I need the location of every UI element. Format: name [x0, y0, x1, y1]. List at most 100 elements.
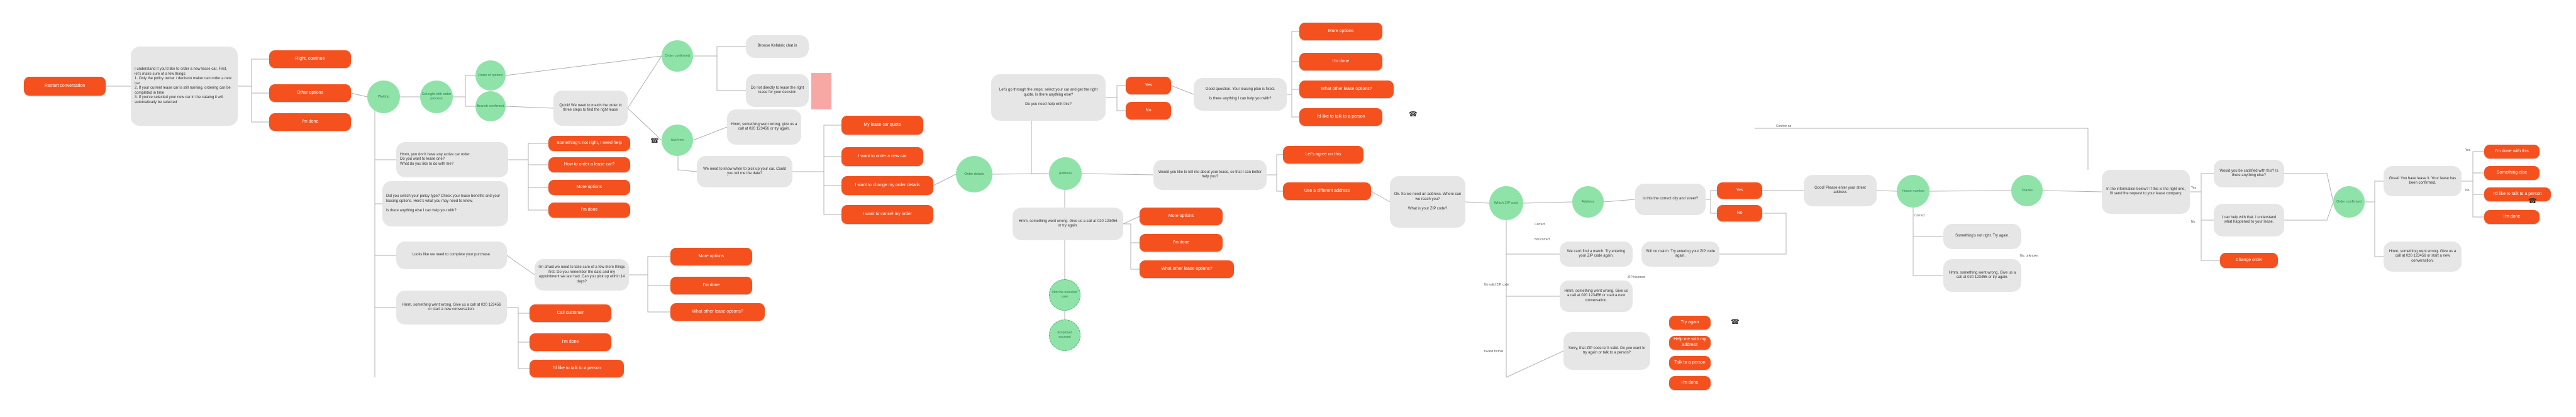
connector-line — [693, 46, 746, 57]
im-done-button-3[interactable]: I'm done — [530, 333, 611, 351]
address-message: Ok. So we need an address. Where can we … — [1390, 176, 1465, 228]
state-not-selected: Not the selected user — [1049, 279, 1080, 311]
talk-person-button-2[interactable]: I'd like to talk to a person — [1299, 108, 1382, 126]
contact-button[interactable]: Something's not right, I need help — [548, 136, 630, 151]
edge-label: Not correct — [1535, 238, 1550, 242]
edge-label: Yes — [2465, 148, 2471, 152]
done-button-1[interactable]: I'm done — [548, 203, 630, 218]
connector-line — [2042, 190, 2102, 192]
state-address: Address — [1049, 157, 1082, 190]
connector-line — [823, 186, 841, 215]
connector-line — [508, 143, 548, 160]
connector-line — [627, 55, 662, 109]
final-info-message: In the information below? If this is the… — [2102, 170, 2190, 214]
connector-line — [2201, 220, 2220, 261]
state-employer: Employer account — [1049, 320, 1080, 351]
connector-line — [647, 286, 670, 313]
restart-button[interactable]: Restart conversation — [24, 77, 106, 96]
something-wrong-message: Hmm, something went wrong. Give us a cal… — [396, 291, 507, 325]
talk-person-button[interactable]: I'd like to talk to a person — [530, 360, 624, 377]
change-order-button-2[interactable]: Change order — [2220, 253, 2278, 268]
phone-icon: ☎ — [1409, 110, 1418, 118]
connector-line — [823, 172, 841, 186]
policy-message: Did you switch your policy type? Check y… — [382, 181, 508, 226]
zip-help-button[interactable]: Help me with my address — [1669, 336, 1711, 350]
connector-line — [528, 187, 548, 211]
state-order-process: Get right with order process — [420, 81, 453, 113]
connector-line — [1130, 243, 1140, 270]
connector-line — [1267, 154, 1283, 175]
what-options-button-3[interactable]: What other lease options? — [1299, 81, 1394, 98]
try-again-message: Something's not right. Try again. — [1943, 224, 2021, 249]
connector-line — [1603, 199, 1636, 203]
done-button-4[interactable]: I'm done — [1140, 234, 1223, 252]
not-found-message: We can't find a match. Try entering your… — [1560, 242, 1633, 267]
good-question-message: Good question. Your leasing plan is fixe… — [1194, 78, 1287, 111]
connector-line — [1523, 201, 1573, 204]
cancel-order-button[interactable]: I want to cancel my order — [841, 205, 933, 224]
connector-line — [505, 106, 554, 109]
phone-icon: ☎ — [2528, 197, 2537, 205]
new-lease-button[interactable]: I want to order a new car — [841, 147, 923, 166]
cancel-help-message: I can help with that. I understand what … — [2214, 204, 2284, 236]
state-address-2: Address — [1572, 186, 1604, 218]
what-if-button[interactable]: What other lease options? — [670, 303, 765, 321]
no-button-1[interactable]: No — [1126, 102, 1171, 120]
final-im-done-button[interactable]: I'm done — [2484, 210, 2540, 224]
order-message: I'm afraid we need to take care of a few… — [535, 259, 629, 291]
connector-line — [374, 96, 400, 377]
sticky-note — [811, 73, 831, 109]
enter-street-message: Good! Please enter your street address — [1804, 175, 1877, 206]
final-talk-button[interactable]: I'd like to talk to a person — [2484, 187, 2551, 201]
yes-button-1[interactable]: Yes — [1126, 77, 1171, 94]
im-done-button[interactable]: I'm done — [269, 113, 351, 131]
connector-line — [350, 92, 368, 97]
connector-line — [2284, 201, 2334, 221]
connector-line — [465, 97, 475, 107]
no-button-2[interactable]: No — [1717, 205, 1762, 221]
final-done-button[interactable]: I'm done with this — [2484, 145, 2540, 158]
other-options-button-2[interactable]: More options — [670, 248, 752, 265]
connector-line — [1755, 128, 2089, 170]
edge-label: Correct — [1914, 214, 1925, 218]
more-options-button-3[interactable]: More options — [1299, 23, 1382, 40]
different-address-button[interactable]: Use a different address — [1283, 182, 1371, 200]
connector-line — [2472, 181, 2484, 195]
lease-quote-button[interactable]: My lease car quote — [841, 116, 923, 135]
connector-line — [238, 58, 269, 87]
connector-line — [528, 165, 548, 188]
quick-message: Quick! We need to match the order in thr… — [553, 91, 628, 126]
call-customer-button[interactable]: Call customer — [530, 304, 611, 322]
connector-line — [1123, 216, 1140, 225]
edge-label: No — [2191, 220, 2196, 224]
other-options-button[interactable]: Other options — [269, 84, 351, 102]
zip-talk-button[interactable]: Talk to a person — [1669, 356, 1711, 370]
what-options-button-2[interactable]: What other lease options? — [1140, 260, 1234, 278]
connector-line — [1913, 236, 1943, 276]
steps-message: Let's go through the steps: select your … — [991, 74, 1106, 121]
what-lease-button[interactable]: How to order a lease car? — [548, 157, 630, 172]
state-zip-code: Which ZIP code — [1489, 186, 1523, 220]
connector-line — [2284, 173, 2334, 203]
no-lease-message: Hmm, you don't have any active car order… — [396, 142, 508, 177]
connector-line — [2190, 173, 2214, 192]
right-continue-button[interactable]: Right, continue — [269, 50, 351, 68]
final-something-button[interactable]: Something else — [2484, 166, 2540, 180]
zip-done-button[interactable]: I'm done — [1669, 376, 1711, 390]
more-options-button-2[interactable]: More options — [1140, 208, 1223, 225]
lease-link-message: Do not directly to lease the right lease… — [746, 74, 809, 107]
state-ask-how: Ask how — [662, 125, 693, 156]
connector-line — [251, 93, 269, 123]
connector-line — [1081, 173, 1154, 175]
lets-go-button[interactable]: Let's agree on this — [1283, 146, 1363, 164]
im-done-button-2[interactable]: I'm done — [670, 277, 752, 294]
state-waiting: Waiting — [367, 81, 400, 113]
im-done-button-5[interactable]: I'm done — [1299, 53, 1382, 70]
more-options-button[interactable]: More options — [548, 180, 630, 195]
invalid-zip-message: Sorry, that ZIP code isn't valid. Do you… — [1563, 332, 1650, 370]
zip-try-again-button[interactable]: Try again — [1669, 316, 1711, 330]
satisfied-message: Would you be satisfied with this? Is the… — [2214, 160, 2284, 187]
change-order-button[interactable]: I want to change my order details — [841, 176, 933, 195]
phone-icon: ☎ — [650, 136, 659, 145]
yes-button-2[interactable]: Yes — [1717, 182, 1762, 199]
